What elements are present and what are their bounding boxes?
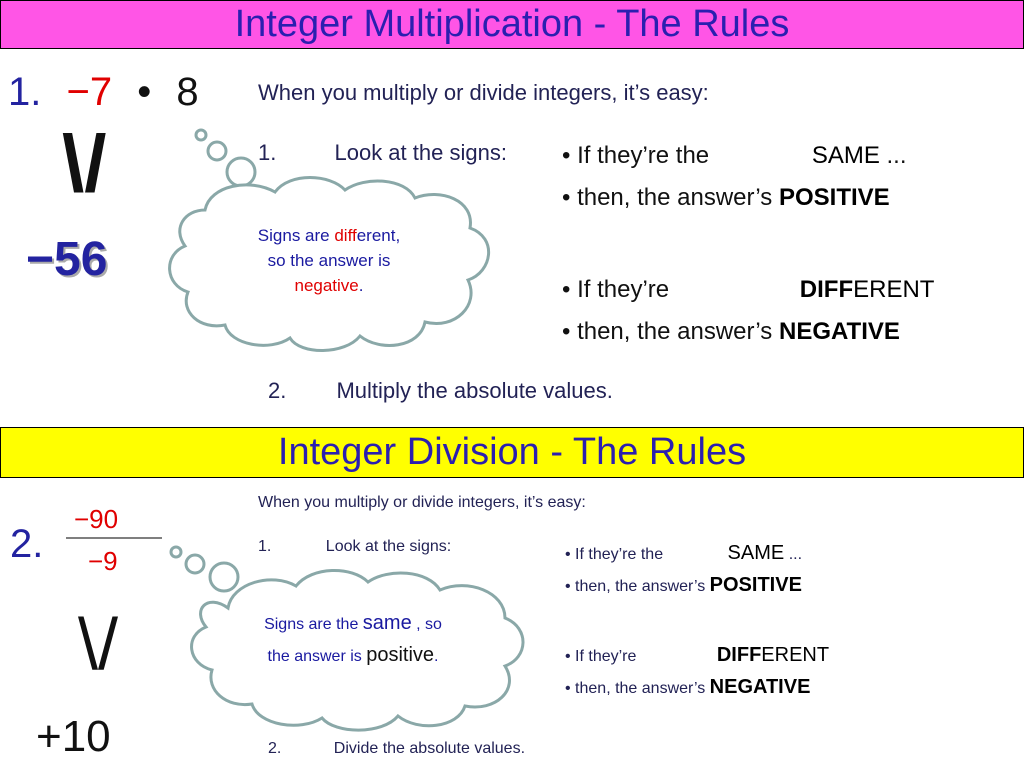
mult-rule-positive: • then, the answer’s POSITIVE <box>562 184 890 212</box>
mult-bubble-part1: Signs are <box>257 226 335 245</box>
mult-rule-positive-prefix: • then, the answer’s <box>562 184 773 211</box>
div-cloud-shape <box>190 569 525 732</box>
mult-rule-positive-word: POSITIVE <box>778 184 890 211</box>
mult-step-2-number: 2. <box>268 378 287 403</box>
div-rule-same-suffix: ... <box>788 546 803 563</box>
div-rule-same: • If they’re the SAME ... <box>565 542 802 565</box>
div-step-2-text: Divide the absolute values. <box>333 740 526 757</box>
mult-rule-same-word: SAME <box>811 142 880 169</box>
mult-bubble-line2: so the answer is <box>267 251 391 270</box>
div-rule-diff-word-red: DIFF <box>716 644 762 666</box>
div-rule-same-prefix: • If they’re the <box>565 546 664 563</box>
div-bubble-part2: same <box>362 612 412 634</box>
div-rule-negative-prefix: • then, the answer’s <box>565 680 706 697</box>
mult-bubble-line3-end: . <box>358 276 364 295</box>
div-bubble-line2-a: the answer is <box>267 648 367 665</box>
mult-example-row: 1. −7 • 8 <box>8 70 199 115</box>
mult-step-1-text: Look at the signs: <box>334 140 507 165</box>
mult-bubble-text: Signs are different, so the answer is ne… <box>218 223 440 298</box>
division-title-banner: Integer Division - The Rules <box>0 427 1024 478</box>
div-rule-positive-prefix: • then, the answer’s <box>565 578 706 595</box>
mult-intro-text: When you multiply or divide integers, it… <box>258 80 709 105</box>
mult-rule-same-prefix: • If they’re the <box>562 142 710 169</box>
mult-rule-same-suffix: ... <box>886 142 907 169</box>
mult-bubble-part3: erent, <box>356 226 401 245</box>
mult-rule-same: • If they’re the SAME ... <box>562 142 907 170</box>
mult-cloud-shape <box>168 176 490 352</box>
div-step-2: 2. Divide the absolute values. <box>268 740 525 758</box>
mult-result: −56 <box>26 233 108 286</box>
div-rule-diff-prefix: • If they’re <box>565 648 637 665</box>
div-result: +10 <box>36 712 111 761</box>
mult-rule-negative-prefix: • then, the answer’s <box>562 318 773 345</box>
div-thought-cloud <box>169 545 525 732</box>
div-rule-positive-word: POSITIVE <box>709 574 802 596</box>
mult-operand-2: 8 <box>176 70 199 114</box>
mult-bubble-line3-red: negative <box>294 276 359 295</box>
mult-operand-1: −7 <box>66 70 113 114</box>
div-bubble-line2-end: . <box>434 648 439 665</box>
mult-rule-negative-word: NEGATIVE <box>778 318 900 345</box>
mult-thought-cloud <box>168 128 490 352</box>
div-rule-diff-word-rest: ERENT <box>761 644 830 666</box>
div-step-1: 1. Look at the signs: <box>258 538 451 556</box>
mult-step-2-text: Multiply the absolute values. <box>336 378 613 403</box>
mult-bubble-part2: diff <box>334 226 357 245</box>
div-rule-negative: • then, the answer’s NEGATIVE <box>565 676 810 699</box>
mult-rule-diff-word-rest: ERENT <box>853 276 935 303</box>
multiplication-title: Integer Multiplication - The Rules <box>234 3 790 45</box>
mult-rule-different: • If they’re DIFFERENT <box>562 276 934 304</box>
mult-rule-diff-word-red: DIFF <box>799 276 854 303</box>
mult-equals-glyph: \/ <box>62 119 107 208</box>
div-bubble-text: Signs are the same , so the answer is po… <box>232 608 474 672</box>
div-rule-same-word: SAME <box>727 542 785 564</box>
mult-rule-diff-prefix: • If they’re <box>562 276 670 303</box>
mult-example-number: 1. <box>8 70 42 114</box>
div-rule-different: • If they’re DIFFERENT <box>565 644 829 667</box>
div-bubble-part1: Signs are the <box>264 616 363 633</box>
div-step-1-text: Look at the signs: <box>325 538 452 555</box>
mult-step-1: 1. Look at the signs: <box>258 140 507 166</box>
div-bubble-part3: , so <box>411 616 442 633</box>
mult-rule-negative: • then, the answer’s NEGATIVE <box>562 318 900 346</box>
division-title: Integer Division - The Rules <box>277 431 747 473</box>
div-step-1-number: 1. <box>258 538 272 555</box>
div-rule-negative-word: NEGATIVE <box>709 676 811 698</box>
div-numerator: −90 <box>74 504 119 534</box>
div-example-number: 2. <box>10 522 44 566</box>
div-denominator: −9 <box>88 546 118 576</box>
div-intro-text: When you multiply or divide integers, it… <box>258 494 586 511</box>
div-bubble-line2-b: positive <box>366 644 435 666</box>
div-equals-glyph: \/ <box>78 605 119 685</box>
mult-step-1-number: 1. <box>258 140 277 165</box>
div-rule-positive: • then, the answer’s POSITIVE <box>565 574 802 597</box>
mult-step-2: 2. Multiply the absolute values. <box>268 378 613 404</box>
mult-operator: • <box>137 70 152 114</box>
multiplication-title-banner: Integer Multiplication - The Rules <box>0 0 1024 49</box>
div-step-2-number: 2. <box>268 740 282 757</box>
